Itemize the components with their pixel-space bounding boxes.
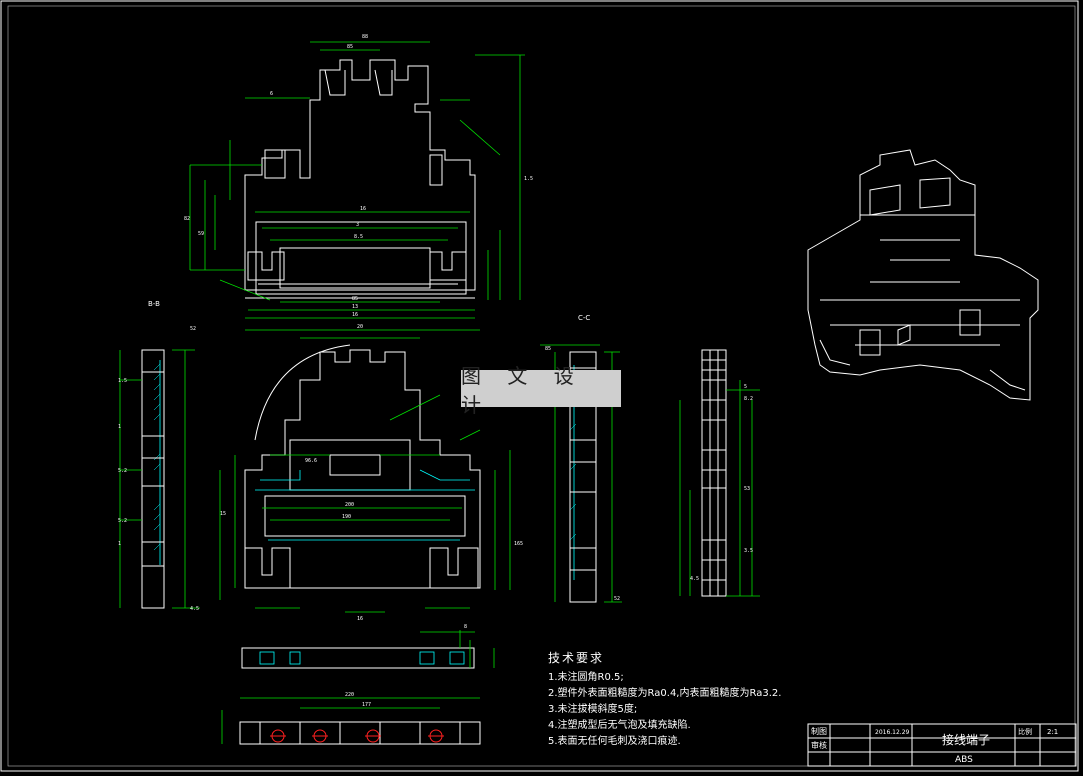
dimension-label: 4.5: [190, 606, 199, 612]
checked-label: 审核: [811, 740, 827, 750]
dimension-label: 16: [352, 312, 358, 318]
material: ABS: [955, 755, 973, 765]
dimension-label: 20: [357, 324, 363, 330]
dimension-label: 177: [362, 702, 371, 708]
dimension-label: 190: [342, 514, 351, 520]
isometric-view: [807, 149, 1039, 401]
dimension-label: 200: [345, 502, 354, 508]
plan-view: 220 177: [221, 692, 481, 745]
dimension-label: 88: [362, 34, 368, 40]
dimension-label: 1: [118, 424, 121, 430]
section-cc-label: C-C: [578, 314, 590, 322]
dimension-label: 52: [190, 326, 196, 332]
dimension-label: 8.5: [354, 234, 363, 240]
dimension-label: 16: [360, 206, 366, 212]
dimension-label: 1.5: [118, 378, 127, 384]
part-name: 接线端子: [942, 732, 990, 747]
dimension-label: 4.5: [690, 576, 699, 582]
dimension-label: 6: [270, 91, 273, 97]
dimension-label: 59: [198, 231, 204, 237]
dimension-label: 85: [347, 44, 353, 50]
dimension-label: 16: [357, 616, 363, 622]
dimension-label: 3.5: [744, 548, 753, 554]
section-middle-view: 20 200 190 96.6 16 165 15: [219, 324, 523, 622]
watermark-banner: 图 文 设 计: [461, 364, 621, 417]
drawing-date: 2016.12.29: [875, 729, 910, 736]
tech-note-3: 3.未注拔模斜度5度;: [548, 704, 638, 715]
tech-note-4: 4.注塑成型后无气泡及填充缺陷.: [548, 720, 691, 731]
title-block: 制图 审核 2016.12.29 接线端子 ABS 比例 2:1: [807, 723, 1077, 767]
dimension-label: 3: [356, 222, 359, 228]
dimension-label: 165: [514, 541, 523, 547]
front-view-top: 88 85 6 82 59 1.5 16 3 8.5 85 13 16: [184, 34, 533, 319]
dimension-label: 1: [118, 541, 121, 547]
section-bb-view: B-B 1.5 1 5.2 5.2 1 52 4.5: [118, 300, 200, 612]
tech-note-5: 5.表面无任何毛刺及浇口痕迹.: [548, 736, 681, 747]
tech-note-2: 2.塑件外表面粗糙度为Ra0.4,内表面粗糙度为Ra3.2.: [548, 688, 782, 699]
dimension-label: 52: [614, 596, 620, 602]
drawn-label: 制图: [811, 726, 827, 736]
scale-label: 比例: [1018, 727, 1032, 736]
tech-note-1: 1.未注圆角R0.5;: [548, 672, 624, 683]
scale-value: 2:1: [1047, 728, 1058, 736]
dimension-label: 85: [352, 296, 358, 302]
tech-notes: 技术要求 1.未注圆角R0.5; 2.塑件外表面粗糙度为Ra0.4,内表面粗糙度…: [548, 650, 781, 750]
side-view: 5 8.2 53 3.5 4.5: [679, 349, 760, 597]
dimension-label: 1.5: [524, 176, 533, 182]
inner-frame: [7, 5, 1076, 767]
tech-notes-heading: 技术要求: [548, 651, 605, 665]
dimension-label: 85: [545, 346, 551, 352]
watermark-text: 图 文 设 计: [461, 363, 584, 417]
dimension-label: 82: [184, 216, 190, 222]
section-bb-label: B-B: [148, 300, 160, 308]
section-cc-view: C-C 85 52: [540, 314, 622, 603]
dimension-label: 96.6: [305, 458, 317, 464]
dimension-label: 5.2: [118, 518, 127, 524]
dimension-label: 15: [220, 511, 226, 517]
dimension-label: 5.2: [118, 468, 127, 474]
dimension-label: 220: [345, 692, 354, 698]
dimension-label: 5: [744, 384, 747, 390]
dimension-label: 8.2: [744, 396, 753, 402]
dimension-label: 53: [744, 486, 750, 492]
dimension-label: 8: [464, 624, 467, 630]
dimension-label: 13: [352, 304, 358, 310]
bottom-view: 8: [241, 624, 495, 669]
